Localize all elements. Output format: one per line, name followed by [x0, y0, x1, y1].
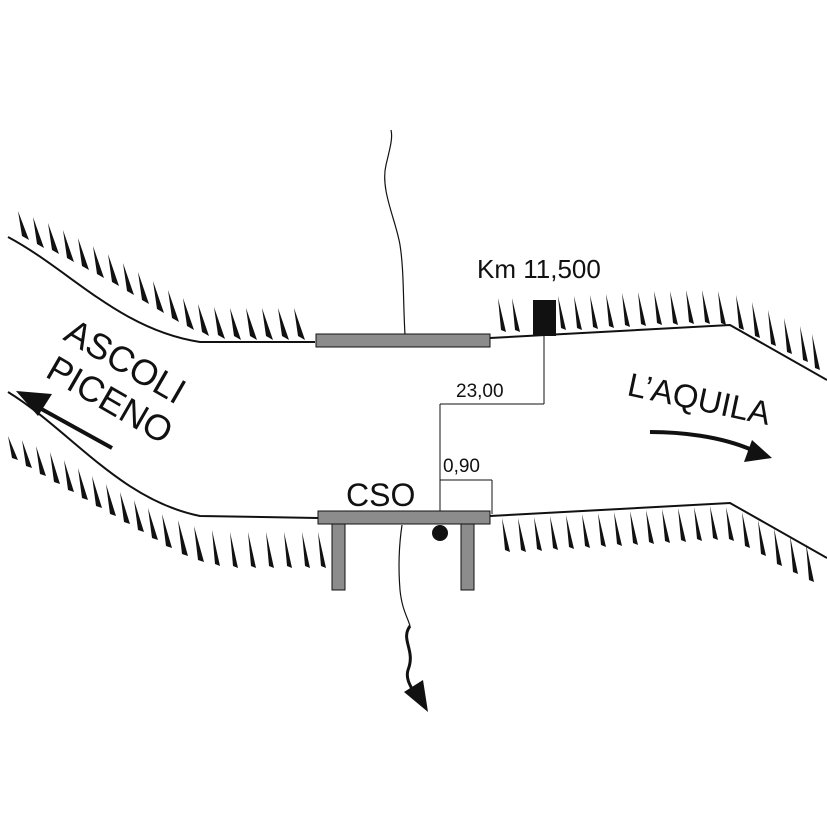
lower-structure-slab: [317, 510, 491, 525]
arrow-right-icon: [744, 440, 772, 462]
station-label: CSO: [346, 477, 415, 513]
station-dot-icon: [432, 525, 448, 541]
distance-small-label: 0,90: [443, 456, 480, 477]
dimension-090-lines: [440, 479, 493, 514]
embankment-lower-left-hatching: [8, 436, 326, 568]
embankment-upper-right-line: [489, 323, 827, 381]
arrow-right-shaft: [649, 430, 753, 452]
embankment-upper-right-hatching: [498, 290, 820, 370]
stream-line-south: [398, 524, 411, 627]
embankment-lower-right-line: [489, 501, 827, 559]
distance-main-label: 23,00: [456, 381, 504, 402]
embankment-lower-right-hatching: [502, 506, 814, 582]
km-marker-label: Km 11,500: [477, 254, 601, 284]
arrow-down-head: [404, 680, 428, 712]
lower-structure-leg-left: [331, 523, 346, 591]
upper-bridge-slab: [315, 333, 491, 348]
dimension-23-lines: [439, 336, 545, 520]
embankment-upper-left-line: [7, 236, 315, 343]
stream-line-north: [384, 129, 406, 336]
embankment-upper-left-hatching: [18, 211, 305, 340]
arrow-left-shaft: [35, 404, 113, 450]
arrow-left-icon: [16, 391, 52, 416]
lower-structure-leg-right: [460, 523, 475, 591]
direction-right-label: L’AQUILA: [625, 366, 774, 432]
km-marker-icon: [533, 300, 556, 336]
